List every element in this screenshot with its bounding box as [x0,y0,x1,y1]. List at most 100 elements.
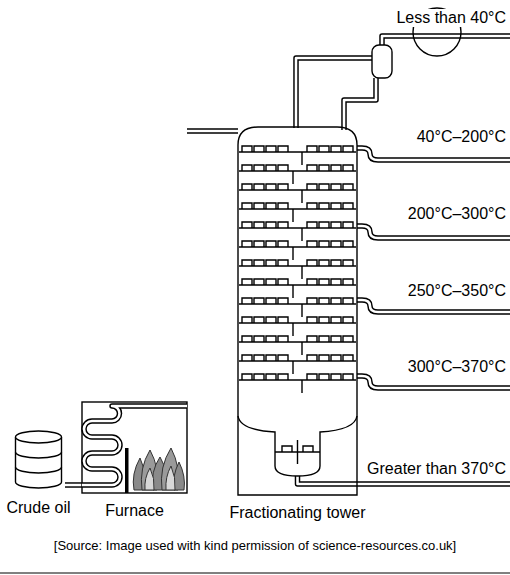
furnace-drawing [145,468,154,490]
source-caption: [Source: Image used with kind permission… [0,538,510,554]
part-label: Crude oil [6,499,70,517]
tray [301,190,302,203]
tray [239,151,356,152]
tray [239,341,356,342]
tray [292,361,293,374]
feed-pipe [65,485,82,486]
pipe-bore [65,484,82,487]
output-pipe [357,148,510,160]
tray [242,260,353,266]
output-pipe [357,300,510,312]
tray [242,279,353,285]
tray [242,165,353,171]
tray [239,360,356,361]
output-pipe [357,376,510,388]
part-label: Furnace [105,502,164,520]
tray [242,355,353,361]
tray [242,203,353,209]
tray [242,336,353,342]
condenser [372,45,392,78]
tray [239,227,356,228]
tray [301,380,302,393]
output-pipe [382,36,510,45]
fraction-label: 300°C–370°C [406,358,508,376]
tray [239,379,356,380]
output-pipe [357,226,510,238]
fraction-label: 40°C–200°C [415,128,508,146]
furnace-drawing [125,448,129,493]
tray [239,246,356,247]
tray [239,322,356,323]
feed-pipe [187,131,238,132]
tray [239,203,356,222]
part-label: Fractionating tower [229,504,365,522]
crude-oil-barrel: Crude oil [12,428,65,490]
tower-drawing [238,416,357,476]
fraction-label: Less than 40°C [394,9,508,27]
barrel-drawing [16,467,62,473]
tray [239,317,356,336]
tower-drawing [238,127,357,495]
tray [301,342,302,355]
tray [239,279,356,298]
tower-drawing [238,127,357,495]
tray [242,317,353,323]
tray [239,165,356,184]
tray [242,374,353,380]
tray [239,260,356,279]
tray [292,285,293,298]
tray [301,152,302,165]
tray [301,228,302,241]
output-pipe [344,78,376,130]
furnace-box: Furnace [82,402,187,493]
tray [239,146,356,165]
output-pipe [357,148,510,160]
furnace-drawing [82,402,187,493]
tray [239,336,356,355]
tray [242,298,353,304]
tray [239,265,356,266]
tray [239,284,356,285]
tray [292,209,293,222]
fractionating-tower: Fractionating tower [238,127,357,495]
tower-drawing [282,440,313,464]
barrel-drawing [12,428,65,490]
output-pipe [357,226,510,238]
output-pipe [382,36,510,45]
tray [239,298,356,317]
furnace-drawing [82,402,187,493]
tray [239,303,356,304]
tray [242,222,353,228]
barrel-drawing [16,437,62,488]
tray [239,241,356,260]
tray [292,247,293,260]
tray [239,208,356,209]
tray [239,184,356,203]
output-pipe [357,300,510,312]
tray [239,374,356,393]
barrel-drawing [16,431,62,443]
pipe-wall [187,128,238,134]
tray [239,222,356,241]
tray [242,241,353,247]
pipe-bore [187,130,238,133]
tray [292,171,293,184]
output-pipe [296,58,372,128]
tray [292,323,293,336]
barrel-drawing [16,452,62,458]
bubble-cap-trays [239,146,356,393]
furnace-drawing [133,448,184,490]
tray [301,266,302,279]
fraction-label: 250°C–350°C [406,282,508,300]
tray [242,184,353,190]
output-pipe [357,376,510,388]
tray [239,355,356,374]
tray [301,304,302,317]
tray [239,170,356,171]
furnace-drawing [166,466,175,490]
tray [239,189,356,190]
output-pipe [296,58,372,128]
output-pipe [344,78,376,130]
